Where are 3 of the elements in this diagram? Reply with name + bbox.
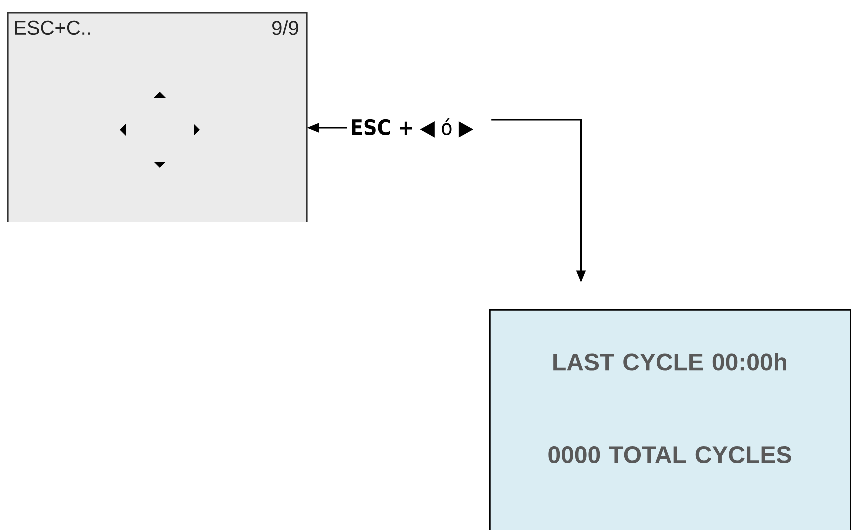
key-combination-label: ESC + ◀ ó ▶ [352, 118, 474, 138]
display-screen: ESC+C.. 9/9 [7, 12, 308, 222]
display-panel: LAST CYCLE 00:00h 0000 TOTAL CYCLES [489, 309, 851, 530]
